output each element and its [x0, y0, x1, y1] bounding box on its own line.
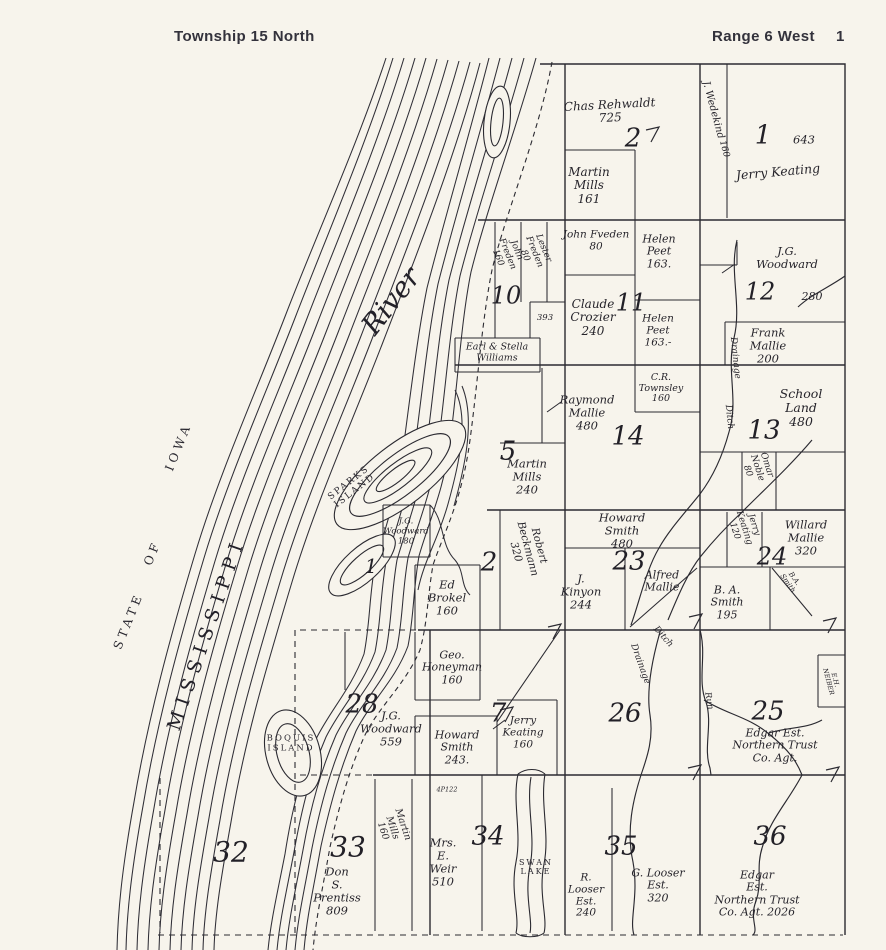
river-lines	[116, 57, 537, 950]
page-number: 1	[836, 28, 845, 45]
corner-marks	[499, 126, 841, 783]
swan-lake	[513, 768, 547, 938]
range-title: Range 6 West	[712, 28, 815, 45]
dashed-lines	[158, 61, 843, 950]
parcel-lines	[344, 64, 845, 931]
islands	[263, 85, 512, 797]
township-title: Township 15 North	[174, 28, 315, 45]
creeks	[629, 239, 846, 936]
section-grid	[373, 63, 846, 935]
